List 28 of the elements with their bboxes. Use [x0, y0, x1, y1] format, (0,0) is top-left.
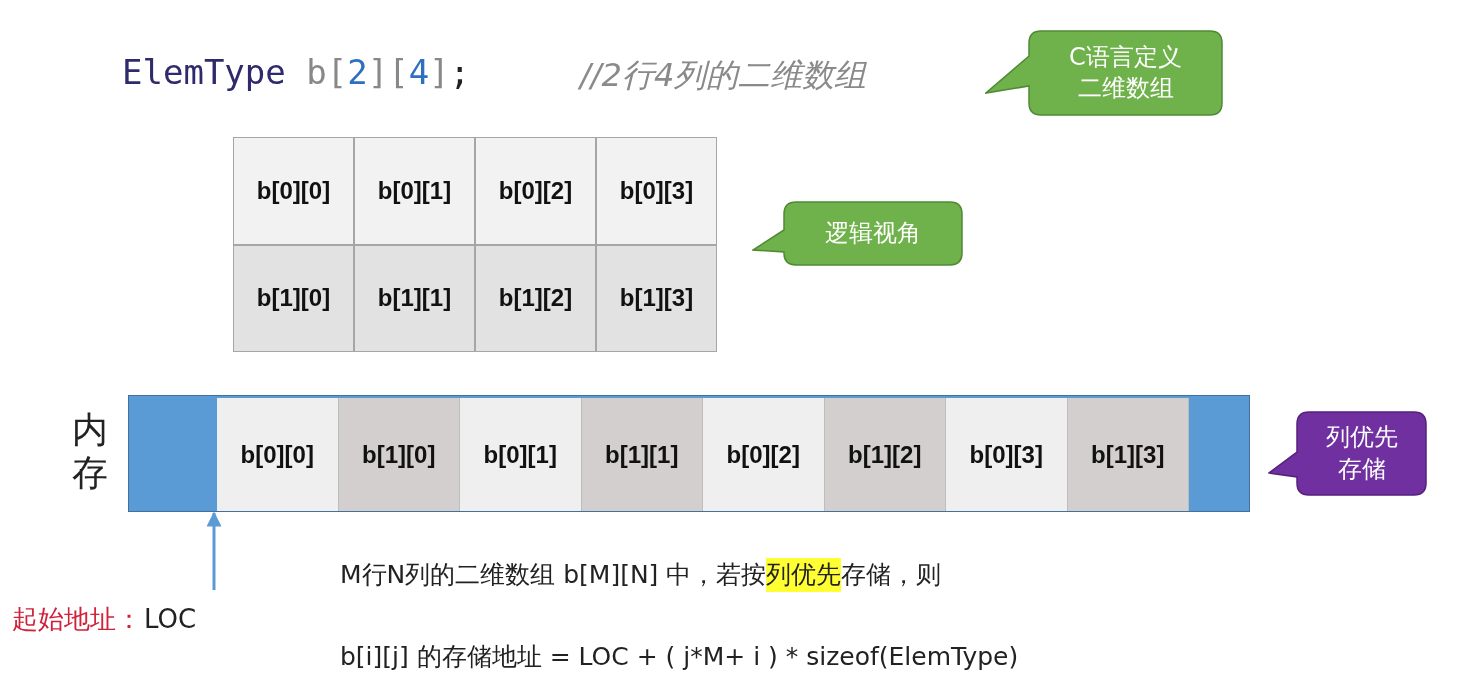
note-text: b[i][j] 的存储地址 = LOC + ( j*M+ i ) * sizeof(ElemType) [340, 641, 1019, 673]
memory-cell: b[1][1] [581, 398, 703, 511]
code-comment: //2行4列的二维数组 [580, 55, 867, 96]
note-text: 存储，则 [841, 559, 942, 591]
memory-cell: b[1][2] [824, 398, 946, 511]
code-line: ElemType b[2][4]; [122, 52, 471, 92]
memory-cell: b[1][3] [1067, 398, 1189, 511]
table-cell: b[1][0] [233, 244, 354, 352]
table-cell: b[0][1] [354, 137, 475, 245]
speech-bubble: 逻辑视角 [752, 201, 963, 266]
speech-bubble: C语言定义二维数组 [985, 30, 1223, 116]
arrow [206, 511, 222, 590]
table-cell: b[1][3] [596, 244, 717, 352]
memory-cell: b[0][2] [703, 398, 825, 511]
table-cell: b[0][2] [475, 137, 596, 245]
table-cell: b[1][1] [354, 244, 475, 352]
address-label: 起始地址： [12, 602, 142, 636]
memory-cell: b[0][1] [460, 398, 582, 511]
table-cell: b[0][0] [233, 137, 354, 245]
memory-cell: b[0][0] [217, 398, 339, 511]
table-cell: b[1][2] [475, 244, 596, 352]
memory-bar [128, 395, 1250, 512]
bar-label: 内存 [72, 408, 109, 494]
memory-cell: b[1][0] [338, 398, 460, 511]
speech-bubble: 列优先存储 [1268, 411, 1427, 496]
table-cell: b[0][3] [596, 137, 717, 245]
address-value: LOC [144, 604, 197, 634]
memory-cell: b[0][3] [946, 398, 1068, 511]
